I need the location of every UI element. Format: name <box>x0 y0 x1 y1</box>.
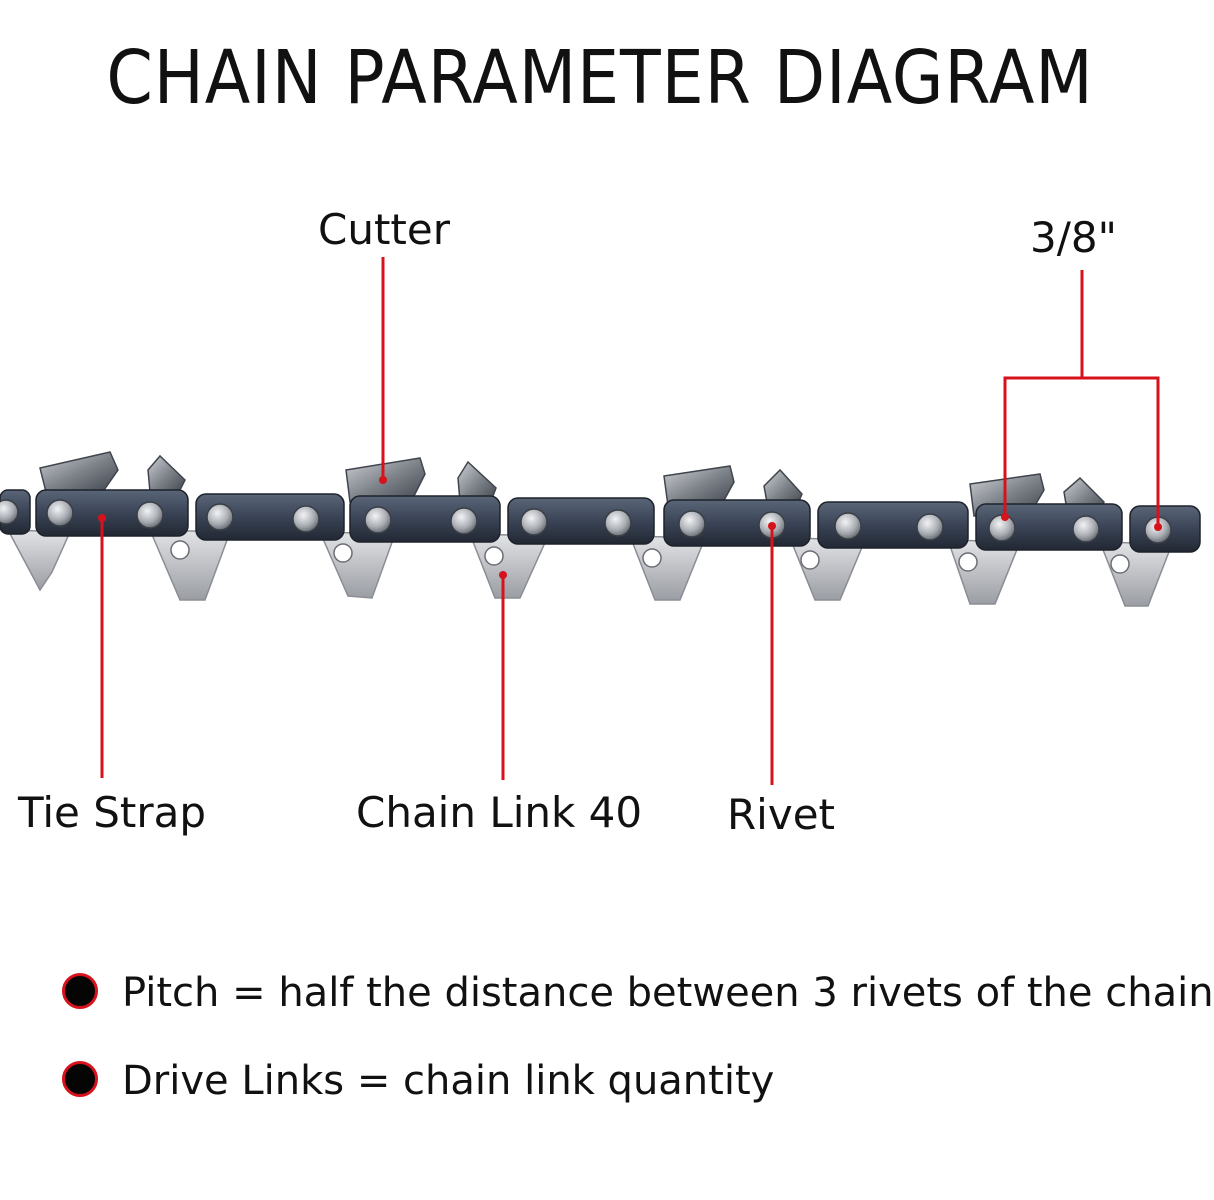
drive-link-hole <box>333 543 353 563</box>
pitch-note-text: Pitch = half the distance between 3 rive… <box>122 970 1214 1016</box>
rivet <box>916 513 944 541</box>
rivet <box>292 505 320 533</box>
page-title: CHAIN PARAMETER DIAGRAM <box>106 35 1094 121</box>
drive-link-hole <box>170 540 190 560</box>
bullet-icon <box>62 1061 98 1097</box>
drive-link-hole <box>642 548 662 568</box>
drive-link-holes <box>170 540 1130 574</box>
drive-link-hole <box>958 552 978 572</box>
leader-dot <box>1154 523 1162 531</box>
rivet <box>0 499 19 525</box>
rivet <box>604 509 632 537</box>
rivet <box>520 508 548 536</box>
rivet <box>678 510 706 538</box>
leader-dot <box>379 476 387 484</box>
chain-link-label: Chain Link 40 <box>356 788 643 837</box>
pitch-note: Pitch = half the distance between 3 rive… <box>62 968 1214 1018</box>
rivet-label: Rivet <box>727 790 836 839</box>
drive-link-hole <box>800 550 820 570</box>
bullet-icon <box>62 973 98 1009</box>
pitch-size-label: 3/8" <box>1030 213 1117 262</box>
tie-strap-label: Tie Strap <box>18 788 207 837</box>
drive-link-hole <box>1110 554 1130 574</box>
leader-dot <box>499 571 507 579</box>
rivet <box>364 506 392 534</box>
leader-dot <box>768 522 776 530</box>
rivet <box>834 512 862 540</box>
cutter-tooth <box>39 451 119 493</box>
cutter-tooth <box>147 454 186 495</box>
drive-link <box>6 529 72 592</box>
drive-links-note: Drive Links = chain link quantity <box>62 1056 774 1106</box>
rivet <box>206 503 234 531</box>
leader-dots <box>98 476 1162 579</box>
rivet <box>46 499 74 527</box>
rivet <box>136 501 164 529</box>
drive-links-note-text: Drive Links = chain link quantity <box>122 1058 775 1104</box>
rivet <box>1072 515 1100 543</box>
drive-link-hole <box>484 546 504 566</box>
rivet <box>450 507 478 535</box>
leader-dot <box>98 514 106 522</box>
cutter-label: Cutter <box>318 205 450 254</box>
leader-lines <box>100 257 1160 785</box>
cutter-tooth <box>663 465 735 507</box>
leader-dot <box>1001 513 1009 521</box>
